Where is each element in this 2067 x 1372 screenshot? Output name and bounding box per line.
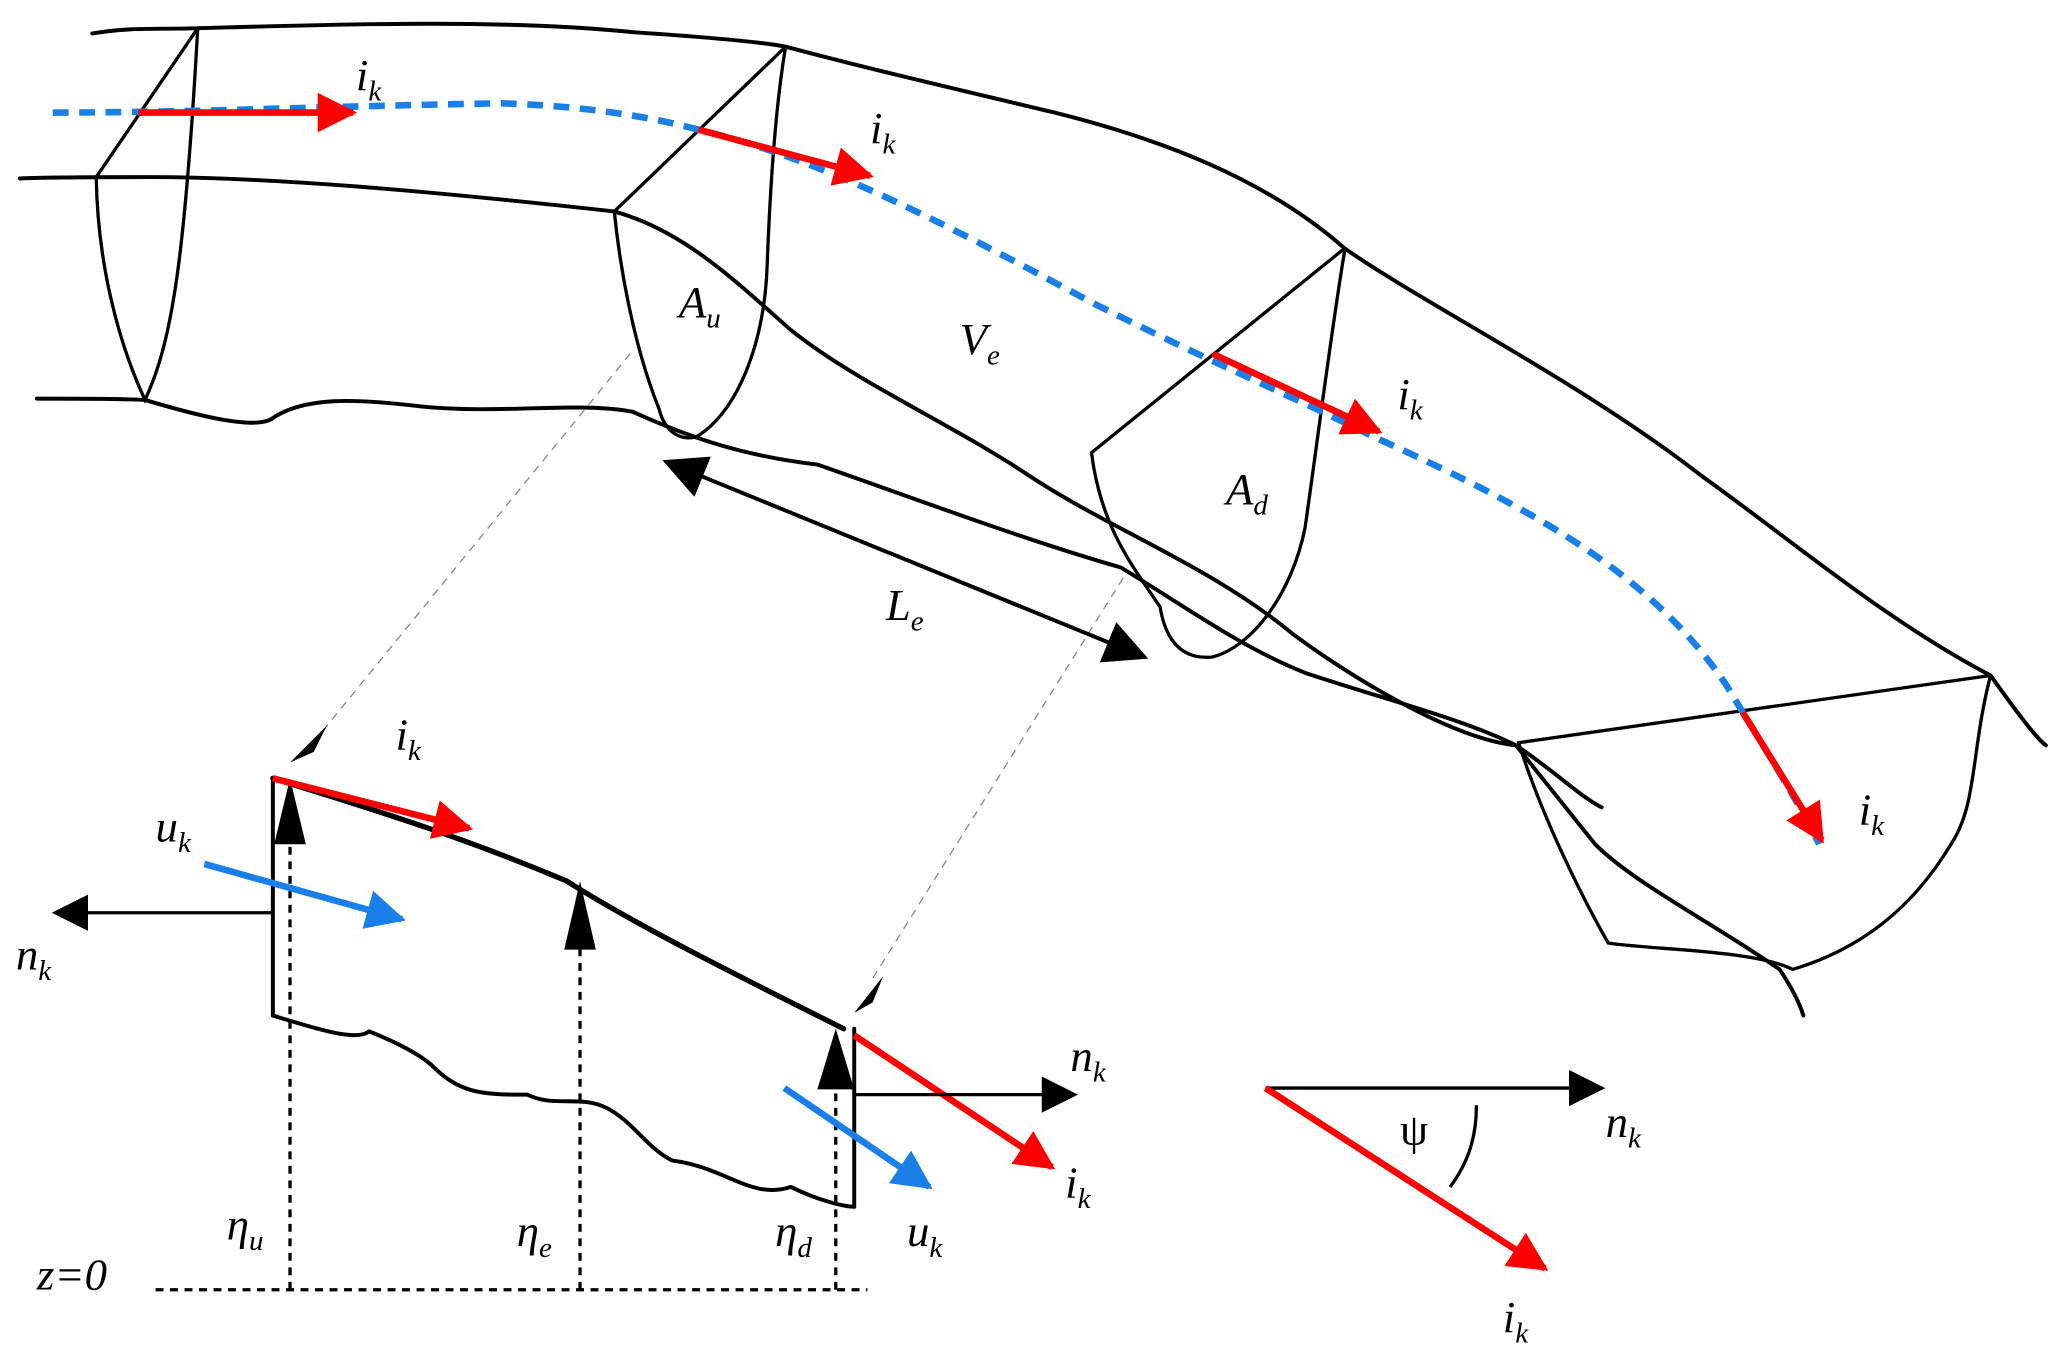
- velocity-downstream: [782, 1085, 933, 1190]
- label-i-k-inset: ik: [1503, 1292, 1529, 1350]
- unit-vector-i-4: [1739, 710, 1825, 844]
- label-side-i-k-2: ik: [1065, 1157, 1091, 1215]
- water-surface: [270, 775, 847, 1032]
- eta-e-arrowhead: [564, 881, 596, 950]
- label-i-k-3: ik: [1397, 369, 1423, 427]
- eta-d-arrowhead: [817, 1028, 855, 1090]
- inset-unit-vector: [1263, 1085, 1549, 1272]
- label-i-k-4: ik: [1859, 784, 1885, 842]
- cross-section-1: [94, 27, 200, 404]
- top-bank: [90, 21, 2048, 748]
- unit-vectors-along-path: [138, 92, 1825, 844]
- mid-bank: [17, 175, 1604, 810]
- label-psi: ψ: [1400, 1105, 1428, 1155]
- label-side-i-k-1: ik: [395, 709, 421, 767]
- label-L-e: Le: [885, 580, 924, 638]
- unit-vector-i-3: [1211, 350, 1383, 435]
- bed-profile: [270, 1013, 857, 1209]
- unit-vector-i-2: [697, 126, 874, 186]
- label-n-k-2: nk: [1070, 1031, 1106, 1089]
- upstream-marker-arrowhead: [290, 725, 327, 763]
- side-unit-vector-upstream: [272, 775, 474, 839]
- cross-section-upstream: [612, 45, 788, 440]
- cross-section-last: [1516, 673, 1993, 972]
- label-u-k-2: uk: [907, 1206, 943, 1264]
- downstream-marker-arrowhead: [854, 976, 884, 1013]
- label-eta-d: ηd: [775, 1206, 812, 1264]
- projection-guide-downstream: [869, 577, 1124, 983]
- flow-path: [52, 100, 1823, 846]
- label-A-d: Ad: [1223, 464, 1268, 522]
- label-n-k-1: nk: [16, 929, 52, 987]
- angle-arc: [1448, 1105, 1479, 1188]
- label-eta-e: ηe: [517, 1206, 552, 1264]
- river-outline: [17, 21, 2048, 1018]
- velocity-upstream: [203, 860, 406, 929]
- bottom-bank: [34, 396, 1806, 1018]
- label-A-u: Au: [676, 277, 721, 335]
- angle-inset: [1263, 1069, 1606, 1272]
- labels: ik ik ik ik Au Ve Ad Le ik uk nk nk ik u…: [16, 50, 1885, 1349]
- label-u-k-1: uk: [156, 802, 192, 860]
- label-eta-u: ηu: [227, 1200, 264, 1258]
- projection-guide-upstream: [315, 353, 631, 740]
- label-V-e: Ve: [960, 314, 1000, 372]
- label-datum: z=0: [36, 1250, 107, 1300]
- label-i-k-2: ik: [870, 103, 896, 161]
- label-n-k-inset: nk: [1606, 1097, 1642, 1155]
- longitudinal-section: [51, 725, 1078, 1292]
- eta-u-arrowhead: [274, 778, 306, 845]
- side-unit-vector-downstream: [852, 1032, 1056, 1170]
- cross-sections: [94, 27, 1993, 972]
- label-i-k-1: ik: [356, 50, 382, 108]
- reach-length-arrow: [662, 456, 1149, 663]
- cross-section-downstream: [1089, 247, 1347, 659]
